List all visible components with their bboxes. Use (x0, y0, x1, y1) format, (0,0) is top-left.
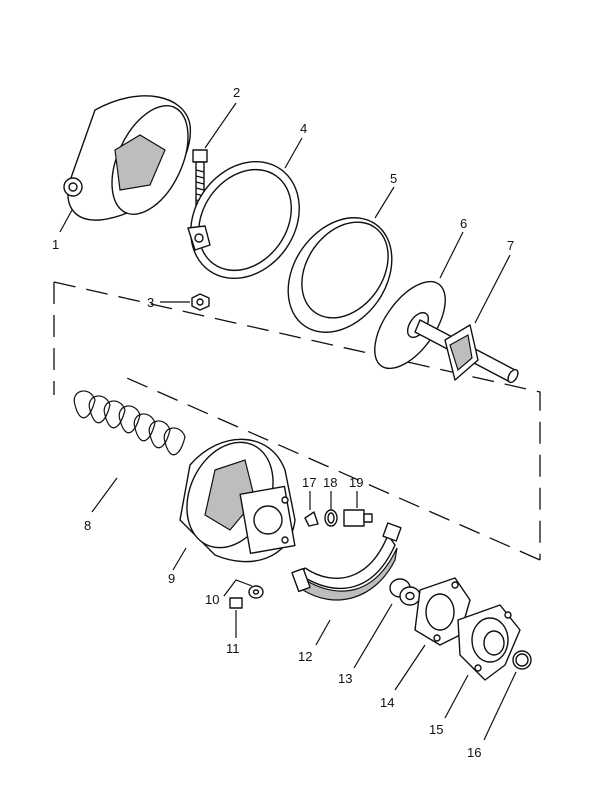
part-19-fitting (343, 509, 373, 527)
part-17-pin (304, 511, 319, 527)
callout-18: 18 (323, 475, 337, 490)
callout-1: 1 (52, 237, 59, 252)
subassembly-dashed-outline (53, 281, 541, 561)
part-15-flange-cover (457, 604, 521, 681)
callout-3: 3 (147, 295, 154, 310)
callout-numbers: 1 2 3 4 5 6 7 8 9 10 11 12 13 14 15 16 1… (52, 85, 514, 760)
callout-7: 7 (507, 238, 514, 253)
leader-lines (59, 102, 517, 741)
callout-8: 8 (84, 518, 91, 533)
part-16-snap-ring (512, 650, 532, 670)
callout-14: 14 (380, 695, 394, 710)
part-2-bolt (192, 149, 208, 211)
callout-15: 15 (429, 722, 443, 737)
callout-6: 6 (460, 216, 467, 231)
callout-10: 10 (205, 592, 219, 607)
callout-9: 9 (168, 571, 175, 586)
callout-17: 17 (302, 475, 316, 490)
part-12-brake-band (291, 522, 402, 601)
callout-5: 5 (390, 171, 397, 186)
part-7-push-rod (414, 319, 519, 384)
part-9-brake-housing (179, 438, 296, 563)
part-8-spring (73, 390, 186, 456)
part-18-o-ring (324, 509, 338, 527)
callout-4: 4 (300, 121, 307, 136)
callout-11: 11 (226, 641, 240, 656)
callout-13: 13 (338, 671, 352, 686)
part-14-gasket (414, 577, 471, 646)
part-3-nut (191, 293, 210, 311)
part-5-diaphragm (287, 217, 393, 333)
callout-2: 2 (233, 85, 240, 100)
part-11-screw (229, 597, 243, 609)
callout-16: 16 (467, 745, 481, 760)
callout-19: 19 (349, 475, 363, 490)
callout-12: 12 (298, 649, 312, 664)
part-4-clamp-ring (187, 160, 300, 280)
part-13-bushing (389, 578, 421, 606)
part-1-housing (63, 95, 191, 221)
part-10-washer (248, 585, 264, 599)
